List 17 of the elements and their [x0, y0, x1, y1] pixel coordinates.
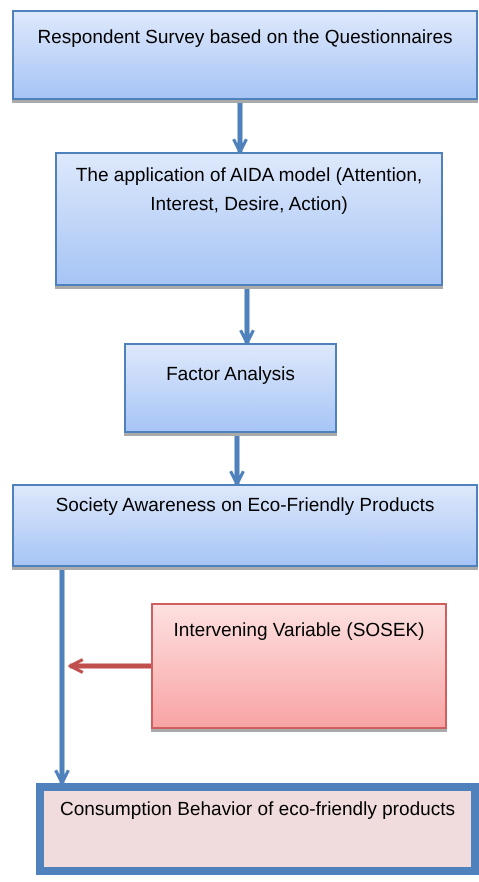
box-label: Intervening Variable (SOSEK) — [172, 619, 426, 643]
process-box — [12, 10, 478, 100]
arrow — [68, 658, 151, 674]
box-label: The application of AIDA model (Attention, Interest, Desire, Action) — [74, 164, 424, 216]
box-label: Society Awareness on Eco-Friendly Products — [54, 494, 436, 518]
box-label: Consumption Behavior of eco-friendly products — [59, 798, 456, 822]
box-label: Respondent Survey based on the Questionnaires — [36, 26, 454, 50]
process-box — [151, 603, 447, 729]
process-box — [124, 343, 337, 433]
arrow — [229, 433, 245, 486]
process-box — [12, 484, 478, 567]
process-box — [36, 783, 479, 875]
box-label: Factor Analysis — [165, 363, 296, 387]
arrow — [232, 100, 248, 154]
arrow — [239, 286, 255, 345]
process-box — [55, 152, 443, 286]
arrow — [54, 567, 70, 785]
